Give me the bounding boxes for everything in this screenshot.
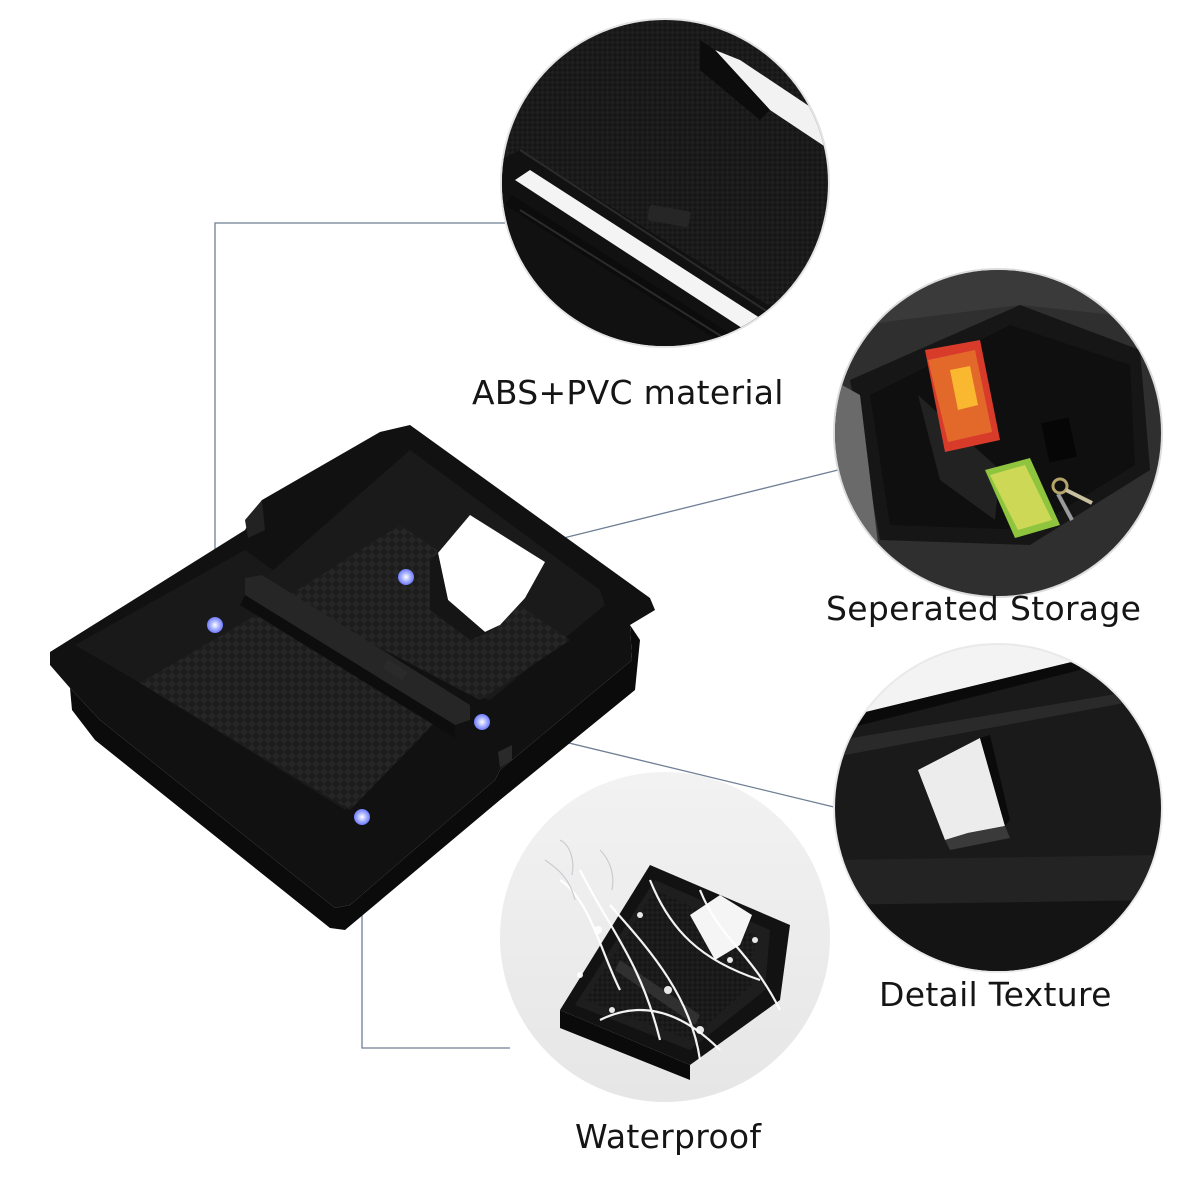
console-tray [50, 425, 655, 930]
label-abs-material: ABS+PVC material [472, 373, 784, 412]
closeup-detail-texture [833, 643, 1163, 973]
dot-water [354, 809, 370, 825]
dot-texture [474, 714, 490, 730]
label-detail-texture: Detail Texture [879, 975, 1112, 1014]
closeup-abs-material [500, 18, 830, 348]
label-separated-storage: Seperated Storage [826, 589, 1142, 628]
closeup-separated-storage [833, 268, 1163, 598]
leader-line-abs [214, 222, 510, 623]
closeup-waterproof [500, 772, 830, 1102]
dot-abs [207, 617, 223, 633]
label-waterproof: Waterproof [575, 1117, 762, 1156]
highlight-dots [207, 569, 490, 825]
dot-storage [398, 569, 414, 585]
